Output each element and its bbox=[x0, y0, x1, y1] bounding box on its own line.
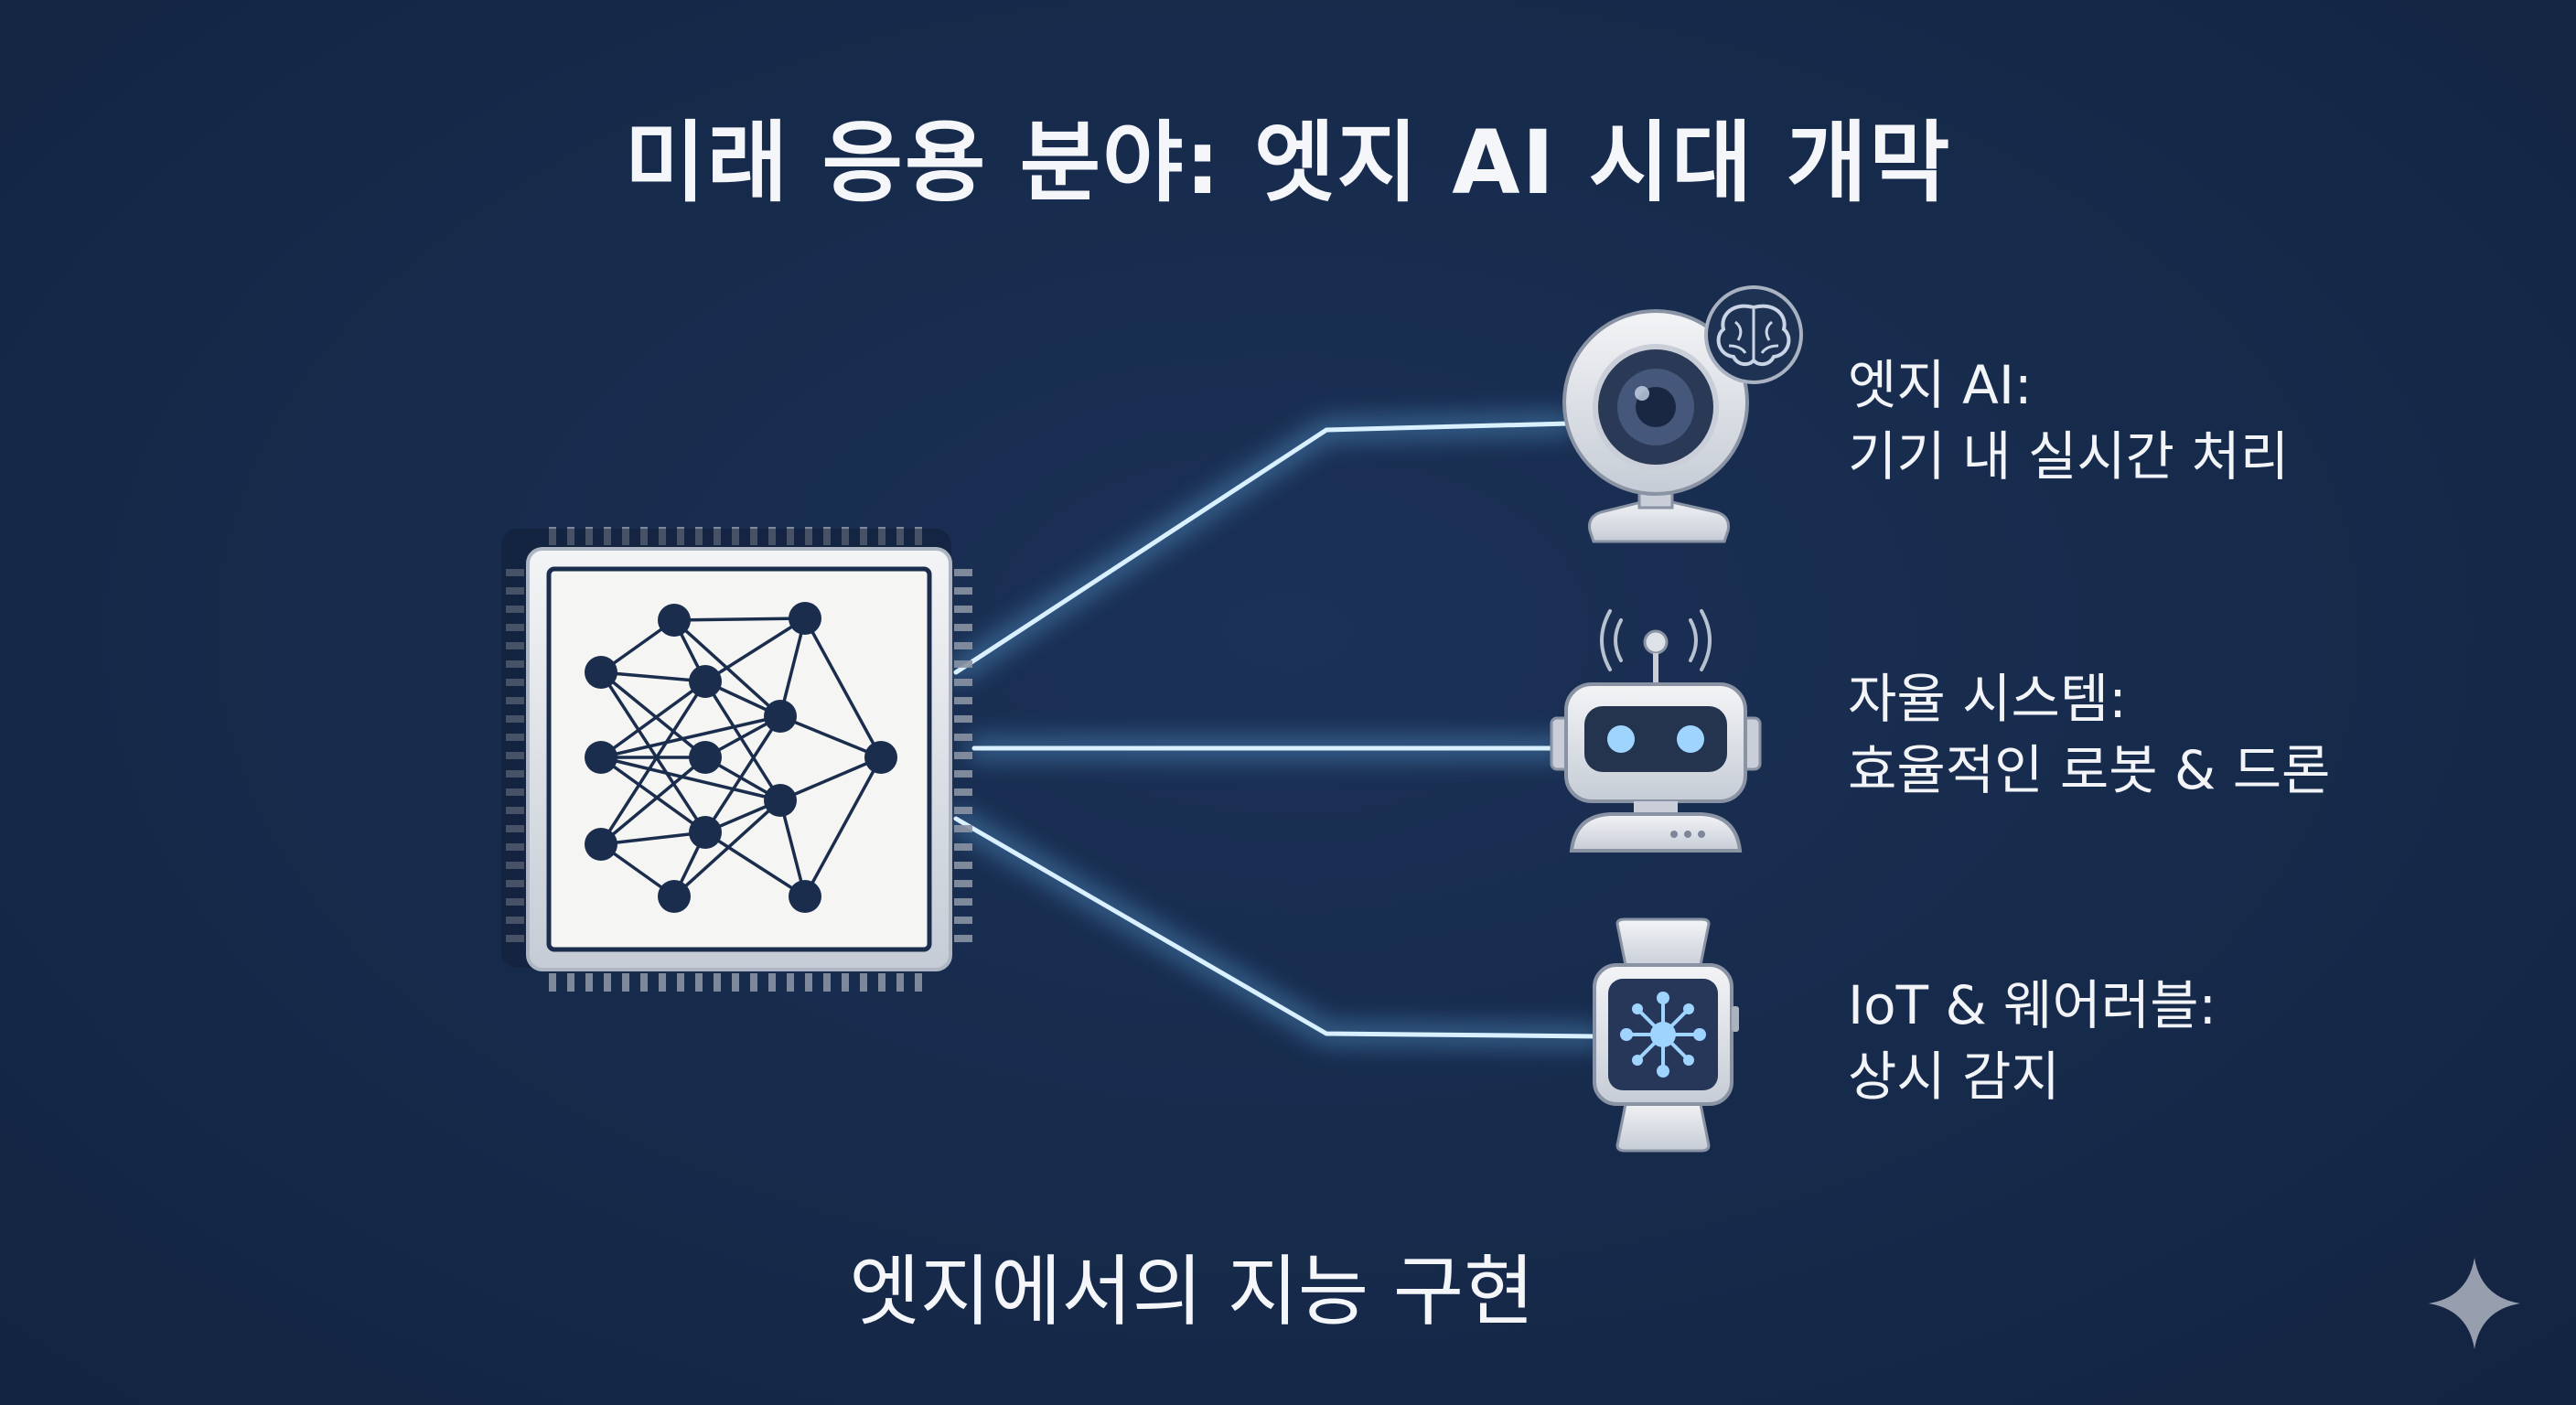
chip-pin bbox=[954, 715, 972, 723]
chip-pin bbox=[954, 752, 972, 759]
chip-pin bbox=[954, 788, 972, 796]
application-label-autonomous: 자율 시스템: 효율적인 로봇 & 드론 bbox=[1848, 663, 2330, 806]
chip-pin bbox=[842, 973, 849, 992]
chip-pin bbox=[954, 642, 972, 649]
connector-iot bbox=[953, 816, 1599, 1039]
caption: 엣지에서의 지능 구현 bbox=[849, 1247, 1535, 1336]
chip-pin bbox=[954, 606, 972, 613]
robot-icon bbox=[1550, 609, 1762, 853]
chip-pin bbox=[954, 660, 972, 668]
chip-pin bbox=[860, 973, 867, 992]
application-heading: 엣지 AI: bbox=[1848, 354, 2033, 416]
brain-badge-icon bbox=[1704, 285, 1803, 384]
chip-pin bbox=[659, 973, 666, 992]
application-detail: 효율적인 로봇 & 드론 bbox=[1848, 739, 2331, 801]
application-heading: 자율 시스템: bbox=[1848, 668, 2127, 730]
sparkle-icon bbox=[2429, 1258, 2520, 1349]
page-title: 미래 응용 분야: 엣지 AI 시대 개막 bbox=[624, 112, 1952, 214]
chip-pin bbox=[954, 587, 972, 595]
chip-pin bbox=[954, 862, 972, 869]
chip-pin bbox=[567, 973, 574, 992]
chip-pin bbox=[954, 825, 972, 832]
chip-pin bbox=[732, 973, 739, 992]
neural-network-edges bbox=[599, 617, 883, 898]
chip-pin bbox=[954, 679, 972, 686]
application-label-edge-ai: 엣지 AI: 기기 내 실시간 처리 bbox=[1848, 349, 2289, 492]
chip-pin bbox=[954, 880, 972, 887]
chip-pin bbox=[954, 734, 972, 741]
chip-pin bbox=[954, 843, 972, 851]
neural-network-chip-icon bbox=[501, 527, 972, 992]
application-detail: 상시 감지 bbox=[1848, 1046, 2060, 1108]
chip-pin bbox=[604, 973, 611, 992]
connector-lines bbox=[949, 416, 1604, 1044]
chip-pin bbox=[805, 973, 812, 992]
connector-edge-ai bbox=[953, 421, 1572, 675]
chip-pin bbox=[954, 697, 972, 704]
application-label-iot: IoT & 웨어러블: 상시 감지 bbox=[1848, 970, 2216, 1112]
neural-network-nodes bbox=[585, 602, 897, 913]
chip-pin bbox=[823, 973, 831, 992]
camera-brain-icon bbox=[1562, 285, 1803, 543]
chip-pin bbox=[954, 807, 972, 814]
chip-pin bbox=[896, 973, 904, 992]
chip-pin bbox=[954, 569, 972, 576]
chip-pin bbox=[549, 973, 556, 992]
smartwatch-icon bbox=[1593, 917, 1739, 1153]
application-heading: IoT & 웨어러블: bbox=[1848, 974, 2217, 1036]
chip-pin bbox=[677, 973, 684, 992]
chip-pin bbox=[585, 973, 593, 992]
chip-pin bbox=[750, 973, 757, 992]
chip-pin bbox=[954, 935, 972, 942]
chip-pin bbox=[695, 973, 703, 992]
chip-pin bbox=[640, 973, 648, 992]
chip-pin bbox=[714, 973, 721, 992]
chip-pin bbox=[915, 973, 922, 992]
chip-pin bbox=[622, 973, 629, 992]
chip-pin bbox=[954, 624, 972, 631]
chip-pin bbox=[768, 973, 776, 992]
chip-pin bbox=[954, 917, 972, 924]
chip-pin bbox=[787, 973, 794, 992]
chip-pin bbox=[954, 898, 972, 906]
chip-pin bbox=[878, 973, 886, 992]
application-detail: 기기 내 실시간 처리 bbox=[1848, 425, 2290, 488]
chip-pin bbox=[954, 770, 972, 778]
